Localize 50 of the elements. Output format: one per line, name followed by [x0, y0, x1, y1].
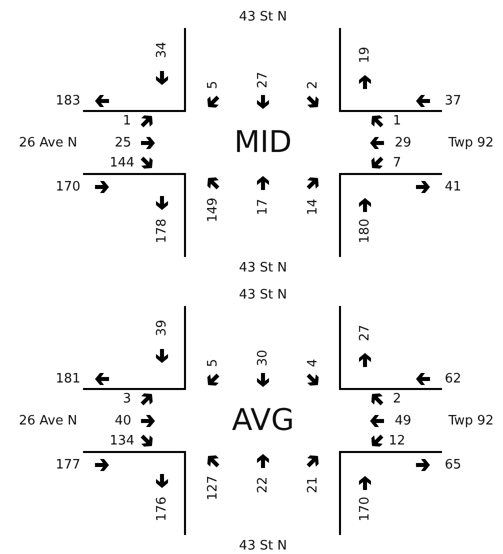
street-name: Twp 92	[448, 414, 494, 428]
street-name: Twp 92	[448, 136, 494, 150]
volume-label: 2	[306, 80, 320, 90]
volume-label: 134	[110, 434, 134, 448]
volume-label: 12	[388, 434, 406, 448]
volume-label: 62	[444, 372, 462, 386]
volume-label: 27	[256, 72, 270, 88]
volume-label: 176	[156, 496, 168, 522]
volume-label: 29	[394, 136, 412, 150]
volume-label: 183	[56, 94, 80, 108]
volume-label: 30	[256, 350, 270, 366]
street-name: 26 Ave N	[18, 414, 78, 428]
volume-label: 180	[358, 218, 372, 244]
volume-label: 3	[122, 392, 132, 406]
street-name: 43 St N	[239, 540, 287, 552]
volume-label: 25	[114, 136, 132, 150]
volume-label: 39	[156, 320, 168, 336]
volume-label: 181	[56, 372, 80, 386]
volume-label: 27	[358, 324, 372, 342]
volume-label: 127	[206, 476, 220, 500]
volume-label: 49	[394, 414, 412, 428]
street-name: 43 St N	[239, 288, 287, 302]
volume-label: 34	[156, 42, 168, 58]
volume-label: 4	[306, 358, 320, 368]
volume-label: 22	[256, 476, 270, 494]
period-heading: MID	[234, 128, 292, 158]
volume-label: 149	[206, 198, 220, 222]
period-heading: AVG	[232, 406, 294, 436]
volume-label: 2	[392, 392, 402, 406]
volume-label: 5	[206, 358, 220, 368]
volume-label: 178	[156, 218, 168, 244]
volume-label: 19	[358, 46, 372, 64]
street-name: 43 St N	[239, 10, 287, 24]
volume-label: 21	[306, 476, 320, 494]
volume-label: 144	[110, 156, 134, 170]
volume-label: 170	[358, 496, 372, 522]
volume-label: 37	[444, 94, 462, 108]
volume-label: 40	[114, 414, 132, 428]
volume-label: 14	[306, 198, 320, 216]
volume-label: 1	[122, 114, 132, 128]
street-name: 43 St N	[239, 262, 287, 274]
volume-label: 65	[444, 458, 462, 472]
volume-label: 7	[392, 156, 402, 170]
volume-label: 5	[206, 80, 220, 90]
volume-label: 41	[444, 180, 462, 194]
street-name: 26 Ave N	[18, 136, 78, 150]
volume-label: 17	[256, 198, 270, 216]
volume-label: 177	[56, 458, 80, 472]
volume-label: 170	[56, 180, 80, 194]
volume-label: 1	[392, 114, 402, 128]
